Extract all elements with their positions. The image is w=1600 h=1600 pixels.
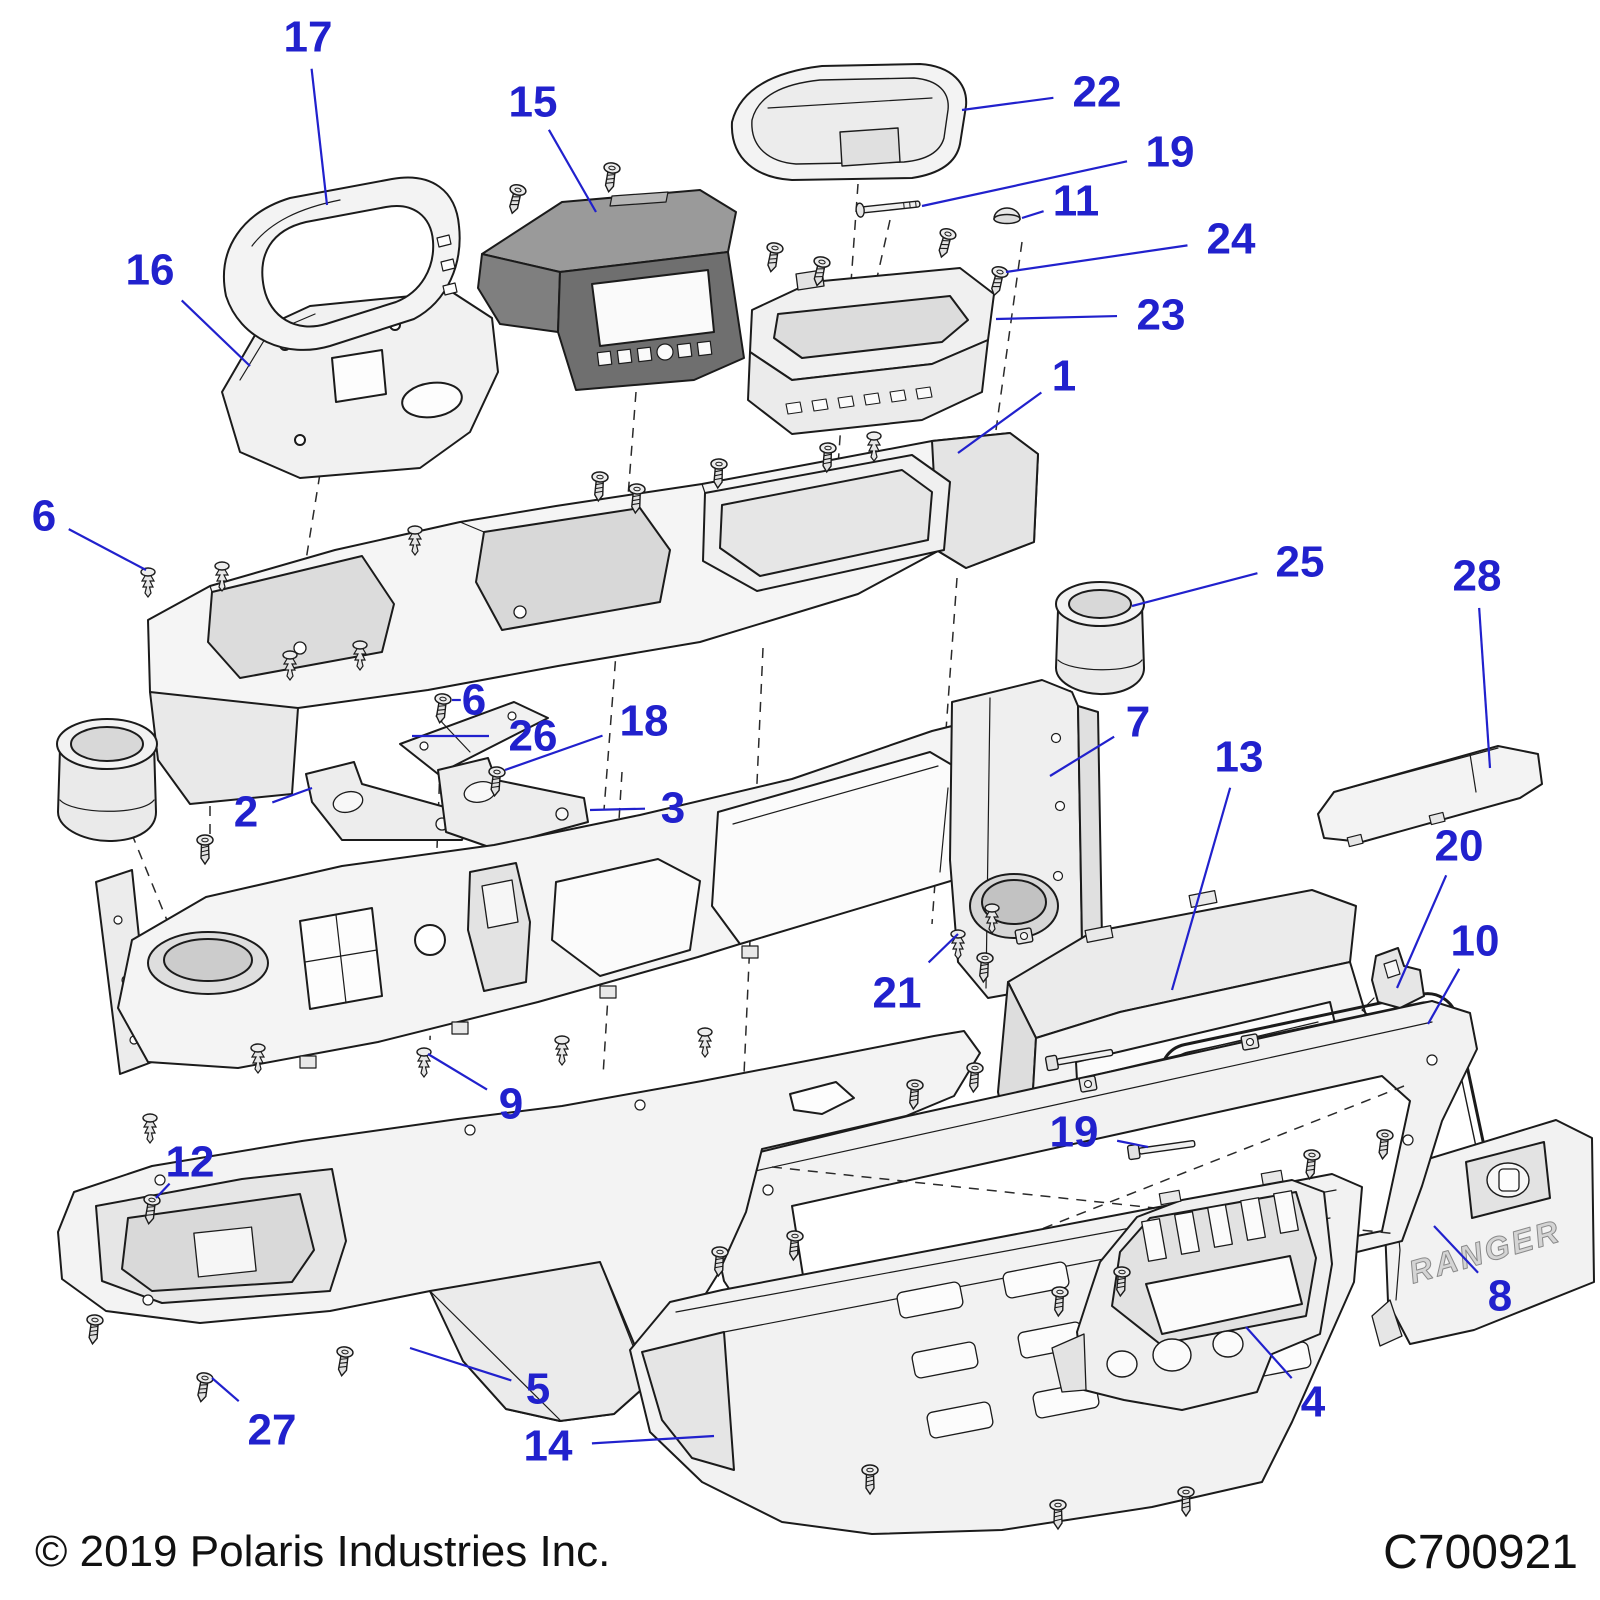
- callout-3: 3: [661, 784, 685, 833]
- callout-15: 15: [509, 78, 558, 127]
- part-1-dash-upper: [147, 432, 1039, 805]
- diagram-code: C700921: [1383, 1526, 1578, 1579]
- callout-26: 26: [509, 712, 558, 761]
- callout-leader-2: [271, 786, 313, 804]
- part-3-bracket-right: [437, 757, 589, 849]
- callout-leader-24: [1005, 244, 1188, 274]
- callout-25: 25: [1276, 538, 1325, 587]
- part-28-trim-strip: [1317, 745, 1543, 848]
- callout-12: 12: [166, 1138, 215, 1187]
- part-7-dash-end-panel: [949, 679, 1103, 999]
- callout-leader-1: [957, 391, 1042, 454]
- part-8-glovebox-door: RANGER: [1371, 1119, 1595, 1347]
- screw-icon: [332, 1345, 355, 1378]
- block-icon: [1014, 927, 1034, 945]
- part-15-display-surround: [477, 189, 745, 391]
- part-25-cupholder-right: [1055, 581, 1145, 696]
- callout-leader-17: [310, 68, 329, 206]
- callout-18: 18: [620, 697, 669, 746]
- callout-21: 21: [873, 969, 922, 1018]
- cap-icon: [993, 207, 1021, 225]
- callout-13: 13: [1215, 733, 1264, 782]
- clip-icon: [140, 567, 156, 598]
- callout-27: 27: [248, 1406, 297, 1455]
- callout-9: 9: [499, 1080, 523, 1129]
- clip-icon: [697, 1027, 713, 1058]
- callout-19: 19: [1146, 128, 1195, 177]
- callout-10: 10: [1451, 917, 1500, 966]
- callout-leader-13: [1170, 787, 1232, 991]
- callout-8: 8: [1488, 1272, 1512, 1321]
- callout-28: 28: [1453, 552, 1502, 601]
- callout-16: 16: [126, 246, 175, 295]
- callout-leader-15: [547, 129, 597, 213]
- clip-icon: [416, 1047, 432, 1078]
- callout-leader-23: [995, 314, 1118, 321]
- screw-icon: [599, 161, 622, 194]
- callout-leader-28: [1478, 607, 1492, 769]
- callout-leader-3: [589, 807, 646, 812]
- callout-7: 7: [1126, 698, 1150, 747]
- block-icon: [1078, 1075, 1098, 1093]
- callout-leader-7: [1049, 735, 1115, 777]
- callout-leader-5: [409, 1346, 512, 1382]
- screw-icon: [430, 692, 453, 725]
- callout-22: 22: [1073, 68, 1122, 117]
- screw-icon: [964, 1061, 985, 1094]
- callout-leader-12: [155, 1182, 171, 1199]
- part-cupholder-left: [56, 718, 158, 843]
- screw-icon: [83, 1313, 105, 1346]
- callout-6: 6: [462, 676, 486, 725]
- callout-leader-10: [1427, 968, 1461, 1025]
- callout-leader-4: [1245, 1326, 1293, 1379]
- callout-leader-21: [927, 933, 959, 964]
- callout-leader-11: [1021, 210, 1044, 220]
- callout-leader-6: [68, 528, 147, 571]
- clip-icon: [554, 1035, 570, 1066]
- callout-leader-14: [591, 1434, 715, 1445]
- callout-6: 6: [32, 492, 56, 541]
- part-23-storage-bin: [747, 267, 995, 435]
- callout-leader-8: [1433, 1225, 1479, 1274]
- callout-17: 17: [284, 13, 333, 62]
- parts-layer: RANGER: [56, 63, 1595, 1535]
- copyright-text: © 2019 Polaris Industries Inc.: [35, 1527, 610, 1576]
- callout-leader-19: [921, 160, 1128, 208]
- callout-leader-9: [427, 1053, 488, 1091]
- screw-icon: [589, 470, 610, 503]
- callout-24: 24: [1207, 215, 1256, 264]
- screw-icon: [192, 1370, 215, 1404]
- callout-leader-25: [1131, 572, 1258, 608]
- part-dash-mid-panel: [117, 716, 1007, 1069]
- screw-icon: [196, 834, 214, 865]
- callout-14: 14: [524, 1422, 573, 1471]
- screw-icon: [932, 226, 958, 261]
- callout-19: 19: [1050, 1108, 1099, 1157]
- callout-5: 5: [526, 1365, 550, 1414]
- callout-11: 11: [1053, 177, 1100, 226]
- clip-icon: [142, 1113, 158, 1144]
- screw-icon: [762, 240, 785, 274]
- callout-4: 4: [1301, 1378, 1326, 1427]
- callout-leader-27: [211, 1377, 240, 1403]
- callout-leader-22: [961, 96, 1054, 112]
- callout-2: 2: [234, 788, 258, 837]
- callout-leader-18: [504, 734, 603, 772]
- pin-icon: [854, 196, 922, 219]
- part-26-mounting-plate: [399, 701, 549, 775]
- part-20-glovebox-latch: [1361, 947, 1425, 1017]
- callout-1: 1: [1052, 352, 1076, 401]
- callout-23: 23: [1137, 291, 1186, 340]
- callout-20: 20: [1435, 822, 1484, 871]
- callout-leader-19: [1116, 1139, 1149, 1149]
- screw-icon: [503, 182, 528, 216]
- part-22-storage-lid: [730, 63, 968, 181]
- block-icon: [1240, 1033, 1260, 1051]
- callout-leader-20: [1395, 874, 1448, 989]
- part-17-cluster-bezel: [223, 176, 461, 351]
- callout-leader-16: [180, 299, 251, 367]
